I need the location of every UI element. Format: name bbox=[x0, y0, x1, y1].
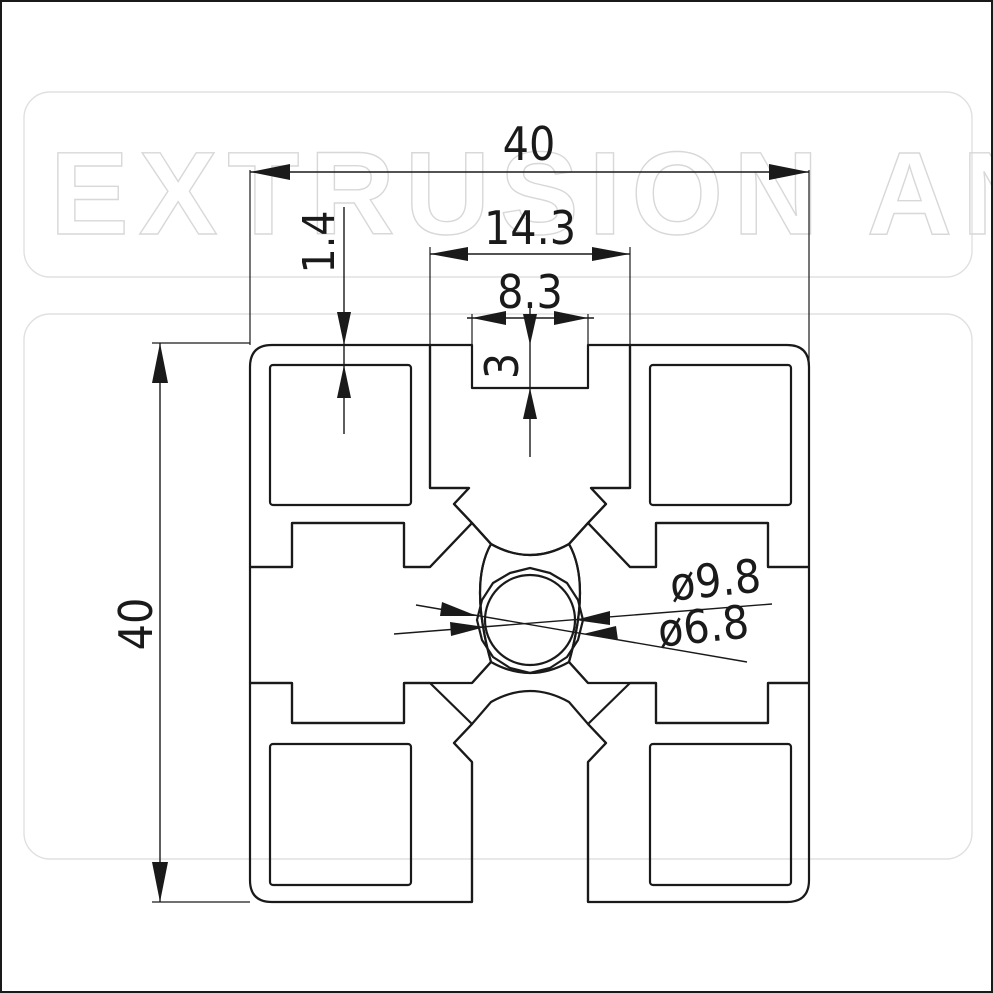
dim-label-slot-depth: 3 bbox=[475, 353, 529, 379]
dim-label-overall-height: 40 bbox=[109, 598, 163, 651]
dim-label-slot-opening: 14.3 bbox=[484, 201, 576, 255]
dim-core-outer-diameter: ø9.8 bbox=[415, 548, 763, 663]
dim-label-overall-width: 40 bbox=[503, 117, 556, 171]
dim-slot-opening: 14.3 bbox=[429, 201, 631, 345]
dim-slot-neck: 8.3 bbox=[467, 265, 594, 388]
dim-label-core-outer-diameter: ø9.8 bbox=[667, 548, 763, 611]
dim-overall-height: 40 bbox=[109, 342, 250, 903]
dim-slot-depth: 3 bbox=[475, 302, 537, 457]
slot-bottom bbox=[452, 689, 608, 902]
dim-core-bore-diameter: ø6.8 bbox=[393, 594, 773, 658]
corner-bottom-left bbox=[248, 681, 474, 904]
chamber-bottom-right bbox=[648, 742, 793, 887]
core-tube bbox=[475, 566, 585, 675]
chamber-bottom-left bbox=[268, 742, 413, 887]
core-web bbox=[453, 503, 607, 684]
chamber-top-right bbox=[648, 363, 793, 507]
core-bore bbox=[483, 573, 577, 667]
corner-top-left bbox=[248, 343, 474, 569]
dim-label-core-bore-diameter: ø6.8 bbox=[655, 594, 751, 657]
dim-label-wall-thickness: 1.4 bbox=[294, 211, 345, 274]
corner-top-right bbox=[586, 343, 811, 569]
chamber-top-left bbox=[268, 363, 413, 507]
dim-overall-width: 40 bbox=[249, 117, 810, 567]
corner-bottom-right bbox=[586, 681, 811, 904]
watermark-text: EXTRUSION AND bbox=[50, 128, 991, 260]
watermark: EXTRUSION AND bbox=[23, 91, 991, 860]
profile-outline bbox=[248, 343, 811, 904]
dim-wall-thickness: 1.4 bbox=[294, 207, 351, 434]
